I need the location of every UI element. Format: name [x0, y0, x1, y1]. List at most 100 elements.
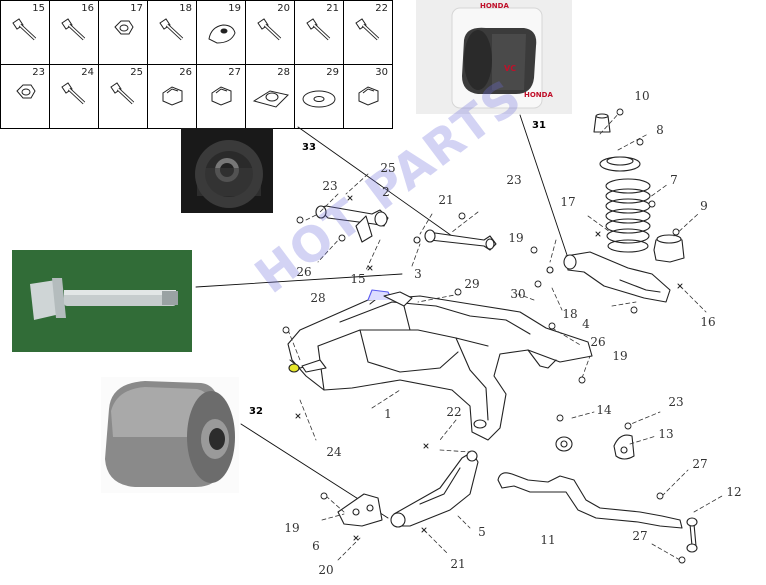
part-ref-r23b: 23 [506, 173, 522, 187]
part-ref-r19a: 19 [508, 231, 524, 245]
callout-32: 32 [249, 406, 263, 417]
grid-cell-number: 21 [326, 3, 339, 14]
grid-cell: 17 [99, 1, 148, 65]
hex-flange-bolt-icon [12, 18, 37, 41]
grid-cell: 22 [344, 1, 393, 65]
grid-cell-number: 15 [32, 3, 45, 14]
grid-cell-number: 20 [277, 3, 290, 14]
grid-cell-number: 19 [228, 3, 241, 14]
grid-cell-number: 27 [228, 67, 241, 78]
diamond-plate-nut-icon [252, 90, 289, 108]
washer-plate-icon [208, 24, 236, 44]
grid-cell: 29 [295, 65, 344, 129]
part-ref-r7: 7 [670, 173, 678, 187]
hex-flange-bolt-icon [306, 18, 331, 41]
part-ref-r4: 4 [582, 317, 590, 331]
lower-arm-part-4 [546, 251, 671, 303]
grid-cell-number: 26 [179, 67, 192, 78]
part-ref-r21a: 21 [438, 193, 454, 207]
stabilizer-bar-part-11 [497, 472, 683, 529]
part-ref-r19b: 19 [612, 349, 628, 363]
bushing-33-image [181, 128, 273, 213]
part-ref-r20: 20 [318, 563, 334, 577]
tag-brand-top: HONDA [480, 2, 509, 10]
tag-code: VC [504, 64, 517, 73]
cross-markers [295, 195, 683, 541]
lateral-link-part-3 [413, 229, 497, 251]
grid-cell: 26 [148, 65, 197, 129]
grid-cell-number: 24 [81, 67, 94, 78]
part-ref-r14: 14 [596, 403, 612, 417]
bushing-bag-image [416, 0, 572, 114]
part-ref-r22: 22 [446, 405, 462, 419]
part-ref-r19c: 19 [284, 521, 300, 535]
hex-flange-bolt-icon [355, 18, 380, 41]
grid-cell: 25 [99, 65, 148, 129]
hex-flange-bolt-icon [159, 18, 184, 41]
callout-31: 31 [532, 120, 546, 131]
grid-cell-number: 30 [375, 67, 388, 78]
spring-seat-part-8 [599, 156, 641, 172]
part-ref-r21b: 21 [450, 557, 466, 571]
part-ref-r10: 10 [634, 89, 650, 103]
grid-cell: 24 [50, 65, 99, 129]
grid-cell: 27 [197, 65, 246, 129]
hex-flange-bolt-icon [61, 18, 86, 41]
grid-cell-number: 16 [81, 3, 94, 14]
grid-cell-number: 23 [32, 67, 45, 78]
part-ref-r16: 16 [700, 315, 716, 329]
part-ref-r9: 9 [700, 199, 708, 213]
fastener-markers [282, 108, 686, 564]
bushing-part-14 [555, 436, 573, 452]
part-ref-r30: 30 [510, 287, 526, 301]
long-bolt-image [12, 250, 192, 352]
lock-nut-icon [162, 86, 183, 106]
flange-nut-icon [16, 84, 36, 99]
bump-cap-part-9 [653, 234, 685, 263]
part-ref-r5: 5 [478, 525, 486, 539]
part-ref-r15: 15 [350, 272, 366, 286]
flange-nut-icon [114, 20, 134, 35]
part-ref-r12: 12 [726, 485, 742, 499]
photo-long-bolt [12, 250, 192, 352]
grid-cell-number: 29 [326, 67, 339, 78]
coil-spring-part-7 [605, 178, 651, 253]
grid-cell: 16 [50, 1, 99, 65]
grid-cell: 18 [148, 1, 197, 65]
subframe-part-1 [287, 289, 593, 441]
part-ref-r27a: 27 [692, 457, 708, 471]
photo-bushing-33 [181, 128, 273, 213]
grid-cell: 28 [246, 65, 295, 129]
photo-honda-bushing: HONDA VC HONDA [416, 0, 572, 114]
grid-cell: 15 [1, 1, 50, 65]
grid-cell: 30 [344, 65, 393, 129]
lock-nut-icon [358, 86, 379, 106]
part-ref-r17: 17 [560, 195, 576, 209]
part-ref-r11: 11 [540, 533, 556, 547]
arm-bracket-part-6 [337, 493, 383, 527]
grid-cell-number: 18 [179, 3, 192, 14]
flat-washer-icon [302, 90, 336, 108]
lock-nut-icon [211, 86, 232, 106]
grid-cell-number: 17 [130, 3, 143, 14]
part-ref-r27b: 27 [632, 529, 648, 543]
hex-flange-bolt-icon [110, 82, 135, 105]
grid-cell: 20 [246, 1, 295, 65]
grid-cell-number: 22 [375, 3, 388, 14]
hex-flange-bolt-icon [257, 18, 282, 41]
photo-leader-lines [195, 114, 569, 519]
part-ref-r6: 6 [312, 539, 320, 553]
trailing-arm-part-5 [390, 450, 479, 528]
part-ref-r13: 13 [658, 427, 674, 441]
part-ref-r24: 24 [326, 445, 342, 459]
part-ref-r28: 28 [310, 291, 326, 305]
tag-brand-bottom: HONDA [524, 91, 553, 99]
part-ref-r23c: 23 [668, 395, 684, 409]
grid-cell: 23 [1, 65, 50, 129]
grid-cell: 21 [295, 1, 344, 65]
grid-cell-number: 25 [130, 67, 143, 78]
part-ref-r2: 2 [382, 185, 390, 199]
part-ref-r1: 1 [384, 407, 392, 421]
